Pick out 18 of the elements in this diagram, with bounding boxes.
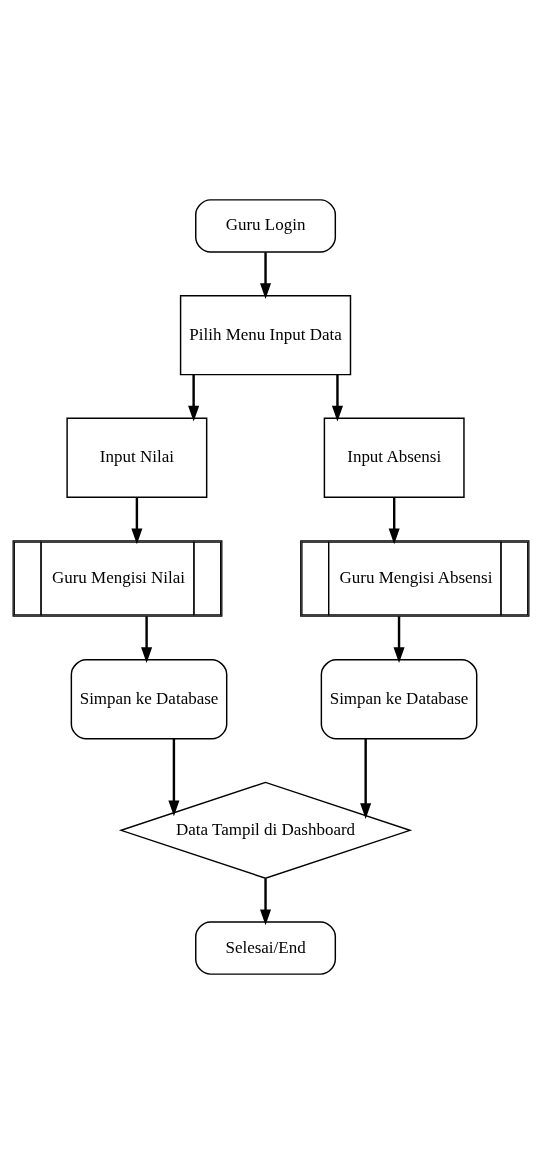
arrow — [188, 374, 200, 422]
arrow — [260, 251, 272, 299]
node-box: Pilih Menu Input Data — [179, 294, 352, 375]
node-diamond: Data Tampil di Dashboard — [118, 781, 413, 879]
node-box: Input Nilai — [66, 417, 208, 498]
arrow — [168, 738, 180, 816]
arrow — [141, 615, 153, 663]
node-box: Selesai/End — [195, 920, 337, 975]
arrow — [260, 878, 272, 925]
arrow — [388, 496, 400, 544]
arrow — [393, 615, 405, 663]
node-box: Simpan ke Database — [70, 658, 228, 739]
arrow — [331, 374, 343, 422]
arrow — [131, 496, 143, 544]
node-box: Simpan ke Database — [320, 658, 478, 739]
node-box: Guru Login — [195, 198, 337, 253]
arrow — [360, 738, 372, 819]
node-box: Input Absensi — [323, 417, 465, 498]
